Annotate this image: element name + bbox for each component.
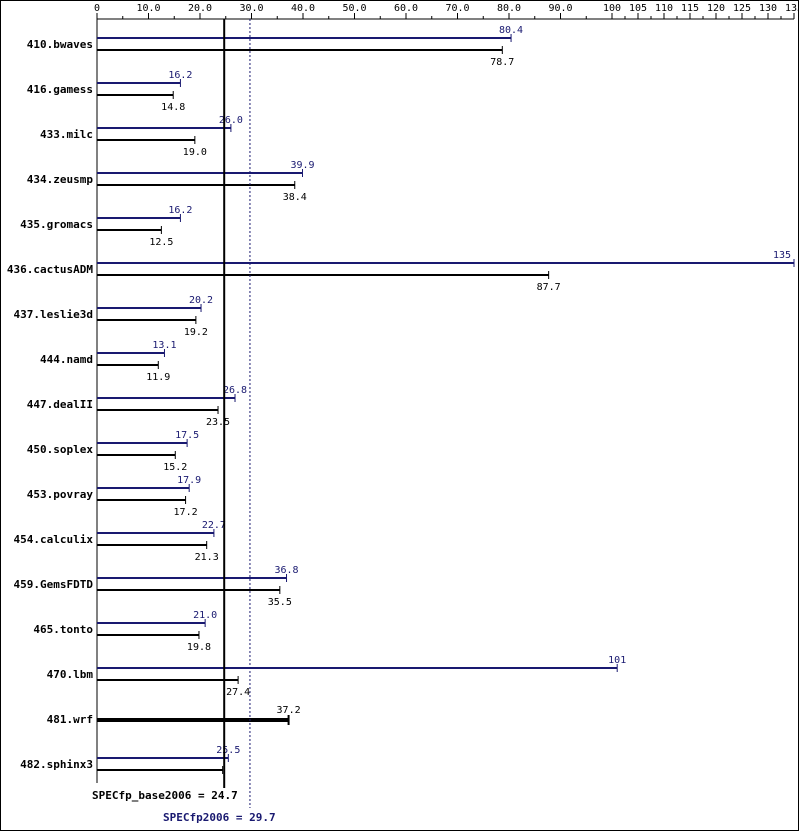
x-tick-label: 40.0 bbox=[291, 3, 315, 14]
x-tick-label: 135 bbox=[785, 3, 799, 14]
x-axis: 0 10.0 20.0 30.0 40.0 50.0 60.0 70.0 80.0 90.0 100… bbox=[94, 3, 799, 783]
category-label: 434.zeusmp bbox=[27, 173, 94, 186]
bar-base-label: 11.9 bbox=[146, 372, 170, 383]
bar-peak-label: 17.9 bbox=[177, 475, 201, 486]
bar-base-label: 14.8 bbox=[161, 102, 185, 113]
category-label: 447.dealII bbox=[27, 398, 93, 411]
bar-base-label: 78.7 bbox=[490, 57, 514, 68]
bar-base-label: 12.5 bbox=[149, 237, 173, 248]
x-tick-label: 105 bbox=[629, 3, 647, 14]
bar-peak-label: 39.9 bbox=[290, 160, 314, 171]
bar-base-label: 15.2 bbox=[163, 462, 187, 473]
x-tick-label: 20.0 bbox=[188, 3, 212, 14]
bar-peak-label: 17.5 bbox=[175, 430, 199, 441]
bar-peak-label: 101 bbox=[608, 655, 626, 666]
bar-base-label: 23.5 bbox=[206, 417, 230, 428]
x-tick-label: 130 bbox=[759, 3, 777, 14]
category-label: 470.lbm bbox=[47, 668, 94, 681]
bar-peak-label: 13.1 bbox=[152, 340, 176, 351]
x-tick-label: 100 bbox=[603, 3, 621, 14]
bar-peak-label: 135 bbox=[773, 250, 791, 261]
bar-base-label: 21.3 bbox=[195, 552, 219, 563]
bar-base-label: 87.7 bbox=[537, 282, 561, 293]
category-label: 435.gromacs bbox=[20, 218, 93, 231]
bar-base-label: 19.8 bbox=[187, 642, 211, 653]
bar-peak-label: 25.5 bbox=[216, 745, 240, 756]
category-label: 465.tonto bbox=[33, 623, 93, 636]
category-label: 450.soplex bbox=[27, 443, 94, 456]
category-label: 433.milc bbox=[40, 128, 93, 141]
category-labels: 410.bwaves 416.gamess 433.milc 434.zeusmp 43… bbox=[7, 38, 93, 771]
bar-base-label: 27.4 bbox=[226, 687, 250, 698]
x-tick-label: 10.0 bbox=[136, 3, 160, 14]
bar-base-label: 19.2 bbox=[184, 327, 208, 338]
category-label: 453.povray bbox=[27, 488, 94, 501]
bar-peak-label: 80.4 bbox=[499, 25, 523, 36]
x-tick-label: 80.0 bbox=[497, 3, 521, 14]
x-tick-label: 90.0 bbox=[548, 3, 572, 14]
bar-peak-label: 26.8 bbox=[223, 385, 247, 396]
category-label: 436.cactusADM bbox=[7, 263, 93, 276]
x-tick-label: 70.0 bbox=[445, 3, 469, 14]
category-label: 481.wrf bbox=[47, 713, 93, 726]
category-label: 459.GemsFDTD bbox=[14, 578, 94, 591]
bar-base-label: 35.5 bbox=[268, 597, 292, 608]
x-tick-label: 120 bbox=[707, 3, 725, 14]
x-tick-label: 115 bbox=[681, 3, 699, 14]
bar-peak-label: 21.0 bbox=[193, 610, 217, 621]
category-label: 444.namd bbox=[40, 353, 93, 366]
bars: 80.4 78.7 16.2 14.8 26.0 19.0 39.9 38.4 16.2 12.5… bbox=[97, 25, 795, 774]
bar-base-label: 17.2 bbox=[174, 507, 198, 518]
category-label: 410.bwaves bbox=[27, 38, 93, 51]
x-tick-label: 50.0 bbox=[342, 3, 366, 14]
x-tick-label: 125 bbox=[733, 3, 751, 14]
bar-peak-label: 16.2 bbox=[168, 205, 192, 216]
bar-base-label: 38.4 bbox=[283, 192, 307, 203]
bar-peak-label: 16.2 bbox=[168, 70, 192, 81]
x-tick-label: 0 bbox=[94, 3, 100, 14]
category-label: 437.leslie3d bbox=[14, 308, 93, 321]
bar-combined bbox=[97, 718, 289, 722]
bar-peak-label: 20.2 bbox=[189, 295, 213, 306]
bar-peak-label: 26.0 bbox=[219, 115, 243, 126]
bar-peak-label: 22.7 bbox=[202, 520, 226, 531]
x-tick-label: 60.0 bbox=[394, 3, 418, 14]
bar-combined-label: 37.2 bbox=[277, 705, 301, 716]
category-label: 454.calculix bbox=[14, 533, 94, 546]
x-tick-label: 30.0 bbox=[239, 3, 263, 14]
reference-label-base: SPECfp_base2006 = 24.7 bbox=[92, 789, 238, 802]
category-label: 416.gamess bbox=[27, 83, 93, 96]
bar-peak-label: 36.8 bbox=[274, 565, 298, 576]
bar-base-label: 19.0 bbox=[183, 147, 207, 158]
category-label: 482.sphinx3 bbox=[20, 758, 93, 771]
x-tick-label: 110 bbox=[655, 3, 673, 14]
reference-label-peak: SPECfp2006 = 29.7 bbox=[163, 811, 276, 824]
